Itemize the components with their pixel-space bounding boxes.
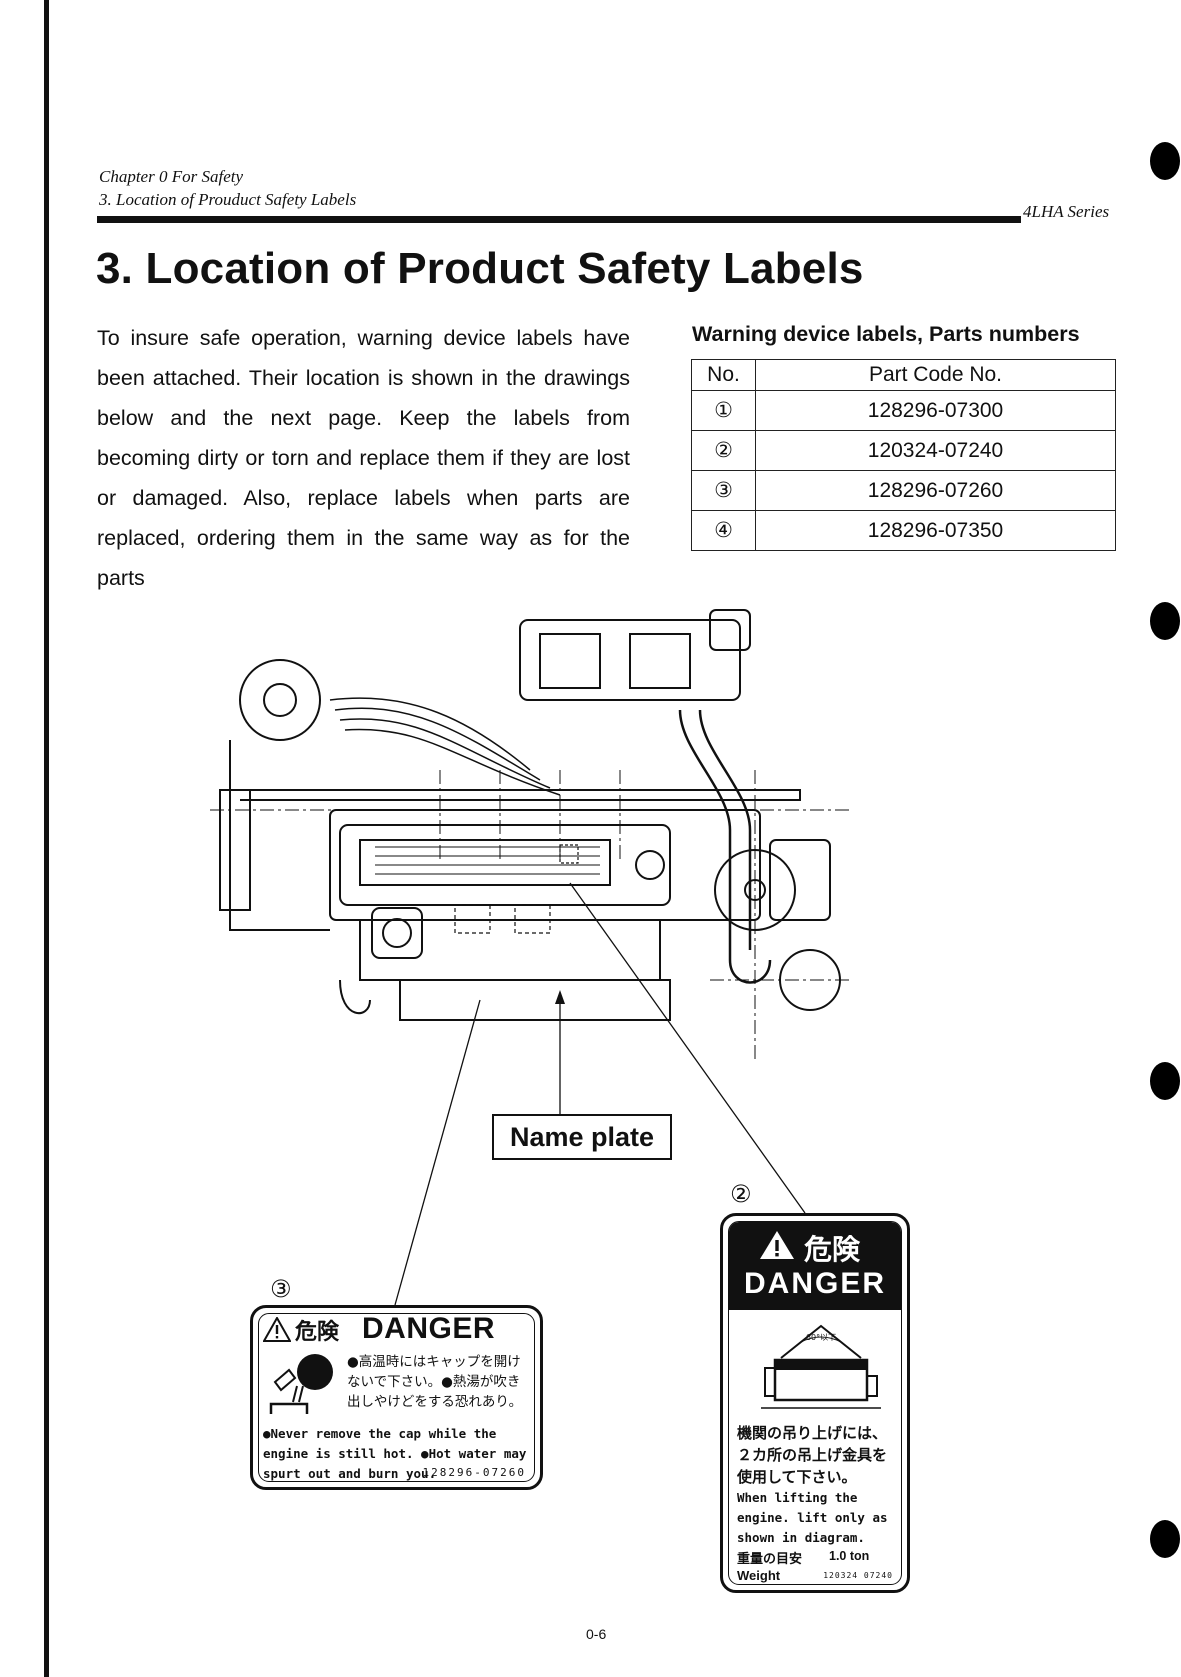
punch-hole bbox=[1150, 1520, 1180, 1558]
punch-hole bbox=[1150, 602, 1180, 640]
label-3-heading-jp: 危険 bbox=[295, 1319, 340, 1344]
label-3-text-en: ●Never remove the cap while the engine i… bbox=[263, 1426, 527, 1481]
safety-label-2: 危険 DANGER 60°以下 機関の吊り上げには、２カ所の吊上げ金具を使用して… bbox=[720, 1213, 910, 1593]
parts-table-caption: Warning device labels, Parts numbers bbox=[692, 322, 1080, 346]
label-2-text-jp: 機関の吊り上げには、２カ所の吊上げ金具を使用して下さい。 bbox=[737, 1424, 888, 1486]
label-2-weight-jp: 重量の目安 bbox=[737, 1552, 803, 1567]
label-3-heading-en: DANGER bbox=[362, 1312, 496, 1345]
label-2-heading-en: DANGER bbox=[743, 1267, 886, 1300]
header-section: 3. Location of Prouduct Safety Labels bbox=[99, 190, 357, 209]
label-3-header: 危険 DANGER bbox=[259, 1312, 529, 1345]
callout-3: ③ bbox=[270, 1276, 292, 1303]
label-2-heading-jp: 危険 bbox=[803, 1234, 860, 1265]
binding-bar bbox=[44, 0, 49, 1677]
cell-no: ③ bbox=[691, 470, 756, 511]
table-row: ① 128296-07300 bbox=[691, 390, 1116, 431]
table-row: ② 120324-07240 bbox=[691, 430, 1116, 471]
warning-triangle-icon bbox=[263, 1317, 291, 1342]
cell-part-code: 128296-07350 bbox=[755, 510, 1116, 551]
punch-hole bbox=[1150, 142, 1180, 180]
table-row: ④ 128296-07350 bbox=[691, 510, 1116, 551]
page-number: 0-6 bbox=[586, 1626, 607, 1642]
cell-no: ① bbox=[691, 390, 756, 431]
safety-label-3: 危険 DANGER ●高温時にはキャップを開けないで下さい。●熱湯が吹き出しやけ… bbox=[250, 1305, 543, 1490]
callout-2: ② bbox=[730, 1181, 752, 1208]
intro-paragraph: To insure safe operation, warning device… bbox=[97, 326, 630, 590]
cell-part-code: 128296-07260 bbox=[755, 470, 1116, 511]
punch-hole bbox=[1150, 1062, 1180, 1100]
cell-part-code: 120324-07240 bbox=[755, 430, 1116, 471]
lifting-angle-text: 60°以下 bbox=[806, 1333, 836, 1342]
cell-no: ④ bbox=[691, 510, 756, 551]
label-2-header-band: 危険 DANGER bbox=[729, 1222, 901, 1310]
hot-cap-icon bbox=[269, 1354, 333, 1414]
header-rule bbox=[97, 216, 1021, 223]
label-3-part-code: 128296-07260 bbox=[422, 1466, 526, 1479]
table-row: ③ 128296-07260 bbox=[691, 470, 1116, 511]
label-3-text-jp: ●高温時にはキャップを開けないで下さい。●熱湯が吹き出しやけどをする恐れあり。 bbox=[347, 1354, 523, 1410]
table-header-row: No. Part Code No. bbox=[691, 359, 1116, 391]
parts-table: No. Part Code No. ① 128296-07300 ② 12032… bbox=[691, 359, 1116, 551]
label-2-weight-en: Weight bbox=[737, 1568, 781, 1583]
column-header-no: No. bbox=[691, 359, 756, 391]
cell-no: ② bbox=[691, 430, 756, 471]
label-2-weight-value: 1.0 ton bbox=[829, 1549, 870, 1563]
engine-drawing bbox=[210, 609, 850, 1060]
cell-part-code: 128296-07300 bbox=[755, 390, 1116, 431]
label-2-part-code: 120324 07240 bbox=[823, 1571, 893, 1580]
label-inner-border: 危険 DANGER 60°以下 機関の吊り上げには、２カ所の吊上げ金具を使用して… bbox=[728, 1221, 902, 1585]
header-series: 4LHA Series bbox=[1023, 202, 1110, 221]
label-inner-border bbox=[258, 1313, 535, 1482]
warning-triangle-icon bbox=[760, 1231, 794, 1259]
name-plate-label: Name plate bbox=[492, 1114, 672, 1160]
label-2-text-en: When lifting the engine. lift only as sh… bbox=[737, 1490, 888, 1545]
column-header-part-code: Part Code No. bbox=[755, 359, 1116, 391]
page-title: 3. Location of Product Safety Labels bbox=[96, 244, 864, 293]
header-chapter: Chapter 0 For Safety bbox=[99, 167, 244, 186]
lifting-diagram-icon: 60°以下 bbox=[761, 1324, 881, 1409]
